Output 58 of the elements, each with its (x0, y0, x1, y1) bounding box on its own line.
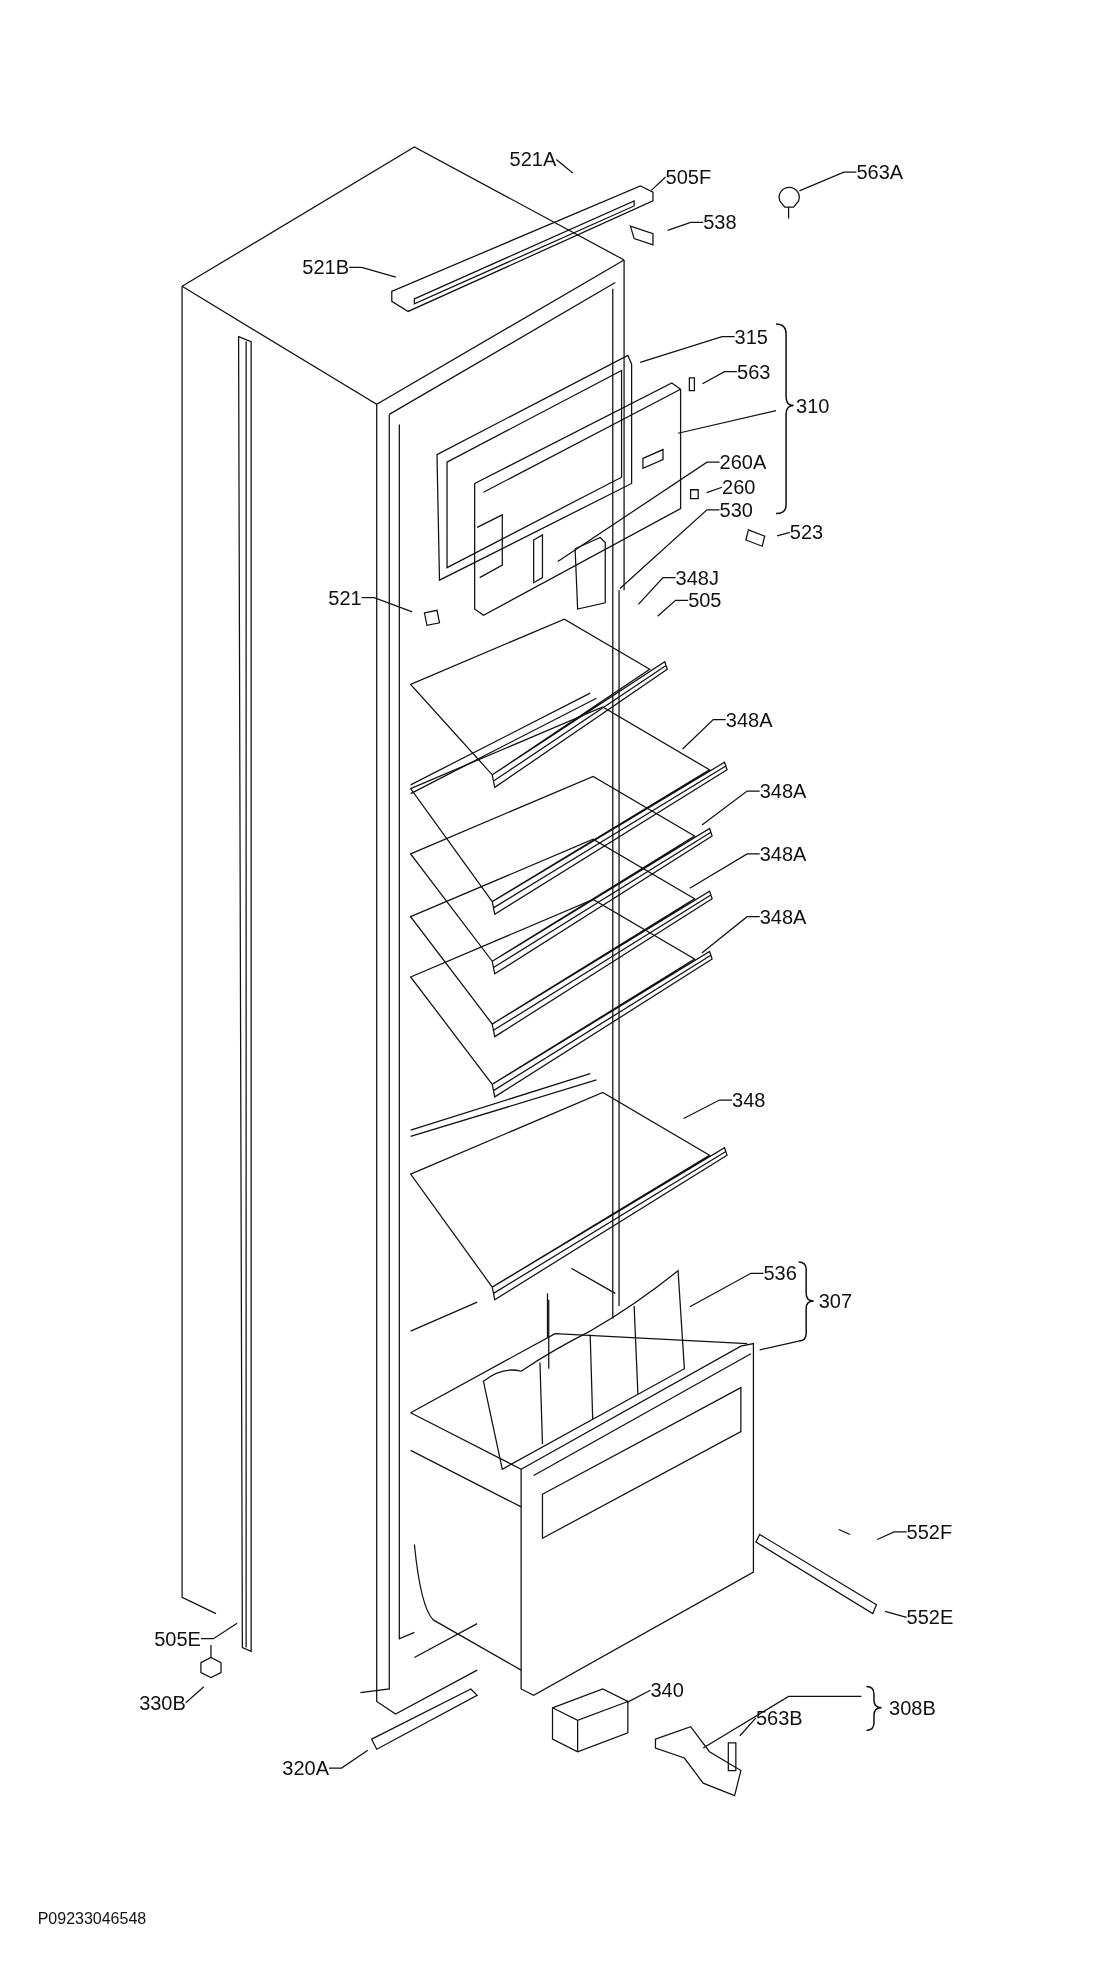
callout-number: 348A (725, 708, 773, 731)
leader-line (701, 916, 761, 954)
callout-number: 530 (719, 498, 753, 521)
leader-line (701, 790, 761, 826)
callout-number: 505 (688, 589, 722, 612)
callout-number: 552F (906, 1520, 953, 1543)
leader-line (200, 1622, 238, 1640)
callout-number: 348J (675, 566, 719, 589)
leader-line (689, 1272, 765, 1308)
callout-number: 260A (719, 451, 767, 474)
leader-line (798, 171, 857, 192)
leader-line (657, 599, 689, 617)
leader-line (619, 509, 721, 590)
leader-line (637, 577, 677, 606)
leader-line (876, 1531, 908, 1541)
callout-number: 348A (759, 842, 807, 865)
leader-line (361, 597, 413, 613)
callout-number: 340 (650, 1679, 684, 1702)
drawing-number: P09233046548 (37, 1910, 147, 1927)
callout-number: 521A (509, 148, 557, 171)
callout-number: 523 (789, 521, 824, 544)
callout-number: 348A (759, 780, 807, 803)
callout-number: 563A (856, 161, 904, 184)
callout-number: 310 (796, 395, 830, 416)
callout-number: 348A (759, 905, 807, 928)
leader-line (667, 221, 704, 231)
callout-number: 315 (734, 325, 768, 348)
callout-number: 330B (139, 1691, 186, 1714)
callout-number: 552E (906, 1606, 954, 1629)
leader-line (701, 371, 738, 385)
callout-number: 536 (763, 1262, 797, 1285)
leader-line (683, 1099, 733, 1120)
callout-number: 563B (755, 1706, 803, 1729)
callout-number: 307 (818, 1290, 853, 1311)
leader-line (185, 1686, 205, 1704)
leader-line (739, 1717, 757, 1737)
callout-number: 348 (732, 1089, 766, 1111)
leader-line (689, 853, 761, 889)
leader-line (626, 1689, 652, 1704)
callout-number: 521B (302, 256, 350, 279)
callout-number: 505E (154, 1627, 201, 1650)
leader-line (681, 718, 727, 750)
leader-line (776, 531, 791, 537)
leader-line (884, 1610, 908, 1618)
leader-line (650, 176, 667, 191)
leader-line (348, 266, 397, 278)
callout-number: 538 (703, 211, 737, 234)
callout-number: 260 (722, 476, 756, 499)
callout-number: 563 (737, 360, 771, 383)
leader-line (555, 158, 574, 174)
callout-number: 308B (889, 1697, 936, 1718)
callout-number: 505F (665, 166, 712, 189)
leader-line (639, 335, 736, 363)
leader-line (705, 486, 723, 494)
callout-number: 320A (282, 1757, 329, 1780)
callout-number: 521 (328, 586, 362, 609)
leader-line (557, 461, 721, 563)
leader-line (328, 1749, 369, 1769)
